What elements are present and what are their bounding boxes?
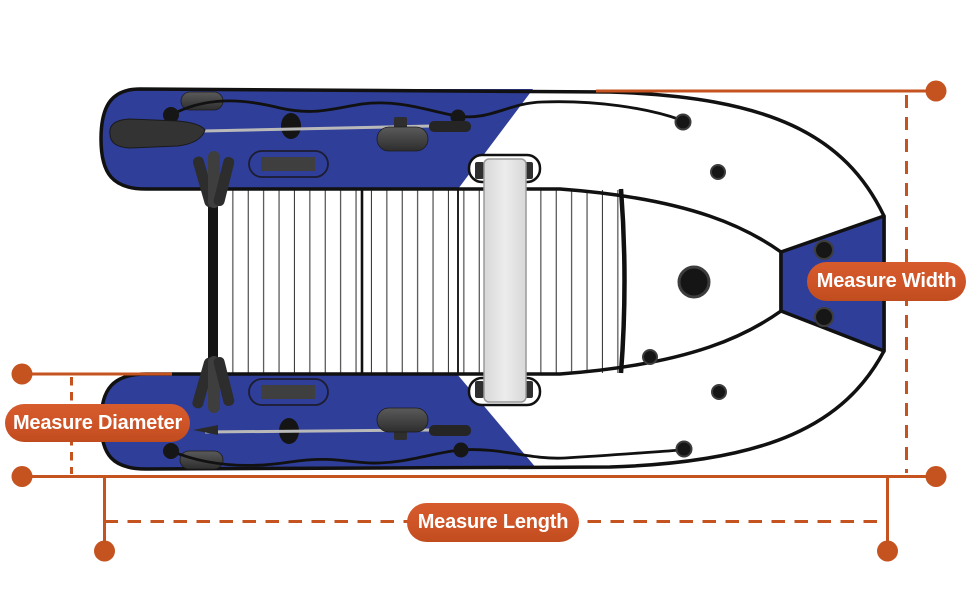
bottom-tube-hardware [163,378,693,470]
drain-valve-dot [677,265,711,299]
bow-fitting-dot [814,307,834,327]
rope-anchor-dot [453,442,469,458]
foot-pump [376,407,429,433]
valve-plate [248,150,329,178]
rope-anchor-dot [163,107,179,123]
bow-fitting-dot [814,240,834,260]
floor [218,188,627,374]
measure-endpoint-dot [877,540,898,562]
rope-anchor-dot [163,443,179,459]
floor-end-edge [618,188,627,374]
measure-endpoint-dot [11,466,33,487]
measure-diameter-label: Measure Diameter [5,404,190,442]
deck-dot [711,384,727,400]
oar-grip [429,425,471,436]
measure-endpoint-dot [94,540,115,562]
measure-endpoint-dot [925,466,947,487]
oar-grip [429,121,471,132]
oar-blade [109,118,206,149]
rope-anchor-dot [450,109,466,125]
oar-blade-tip [193,425,218,435]
valve-slot [261,157,315,171]
bench-seat [483,158,527,403]
measure-width-label: Measure Width [807,262,966,301]
measure-length-label: Measure Length [407,503,579,542]
deck-dot [710,164,726,180]
measure-endpoint-dot [925,80,947,102]
rope-anchor-dot [675,440,693,458]
grab-rope [170,448,683,467]
measure-endpoint-dot [11,363,33,385]
floor-slats [218,190,622,373]
valve-slot [261,385,315,399]
deck-dot [642,349,658,365]
oarlock-bottom [192,356,235,413]
top-tube-hardware [109,91,692,178]
rope-anchor-dot [674,113,692,131]
transom-bar [208,185,218,377]
oarlock-top [192,151,235,208]
rope-guide-ring [281,113,301,139]
foot-pump [376,126,429,152]
grab-rope [170,99,682,122]
valve-plate [248,378,329,406]
measurement-guides [11,80,947,562]
pump-nub [394,117,407,129]
